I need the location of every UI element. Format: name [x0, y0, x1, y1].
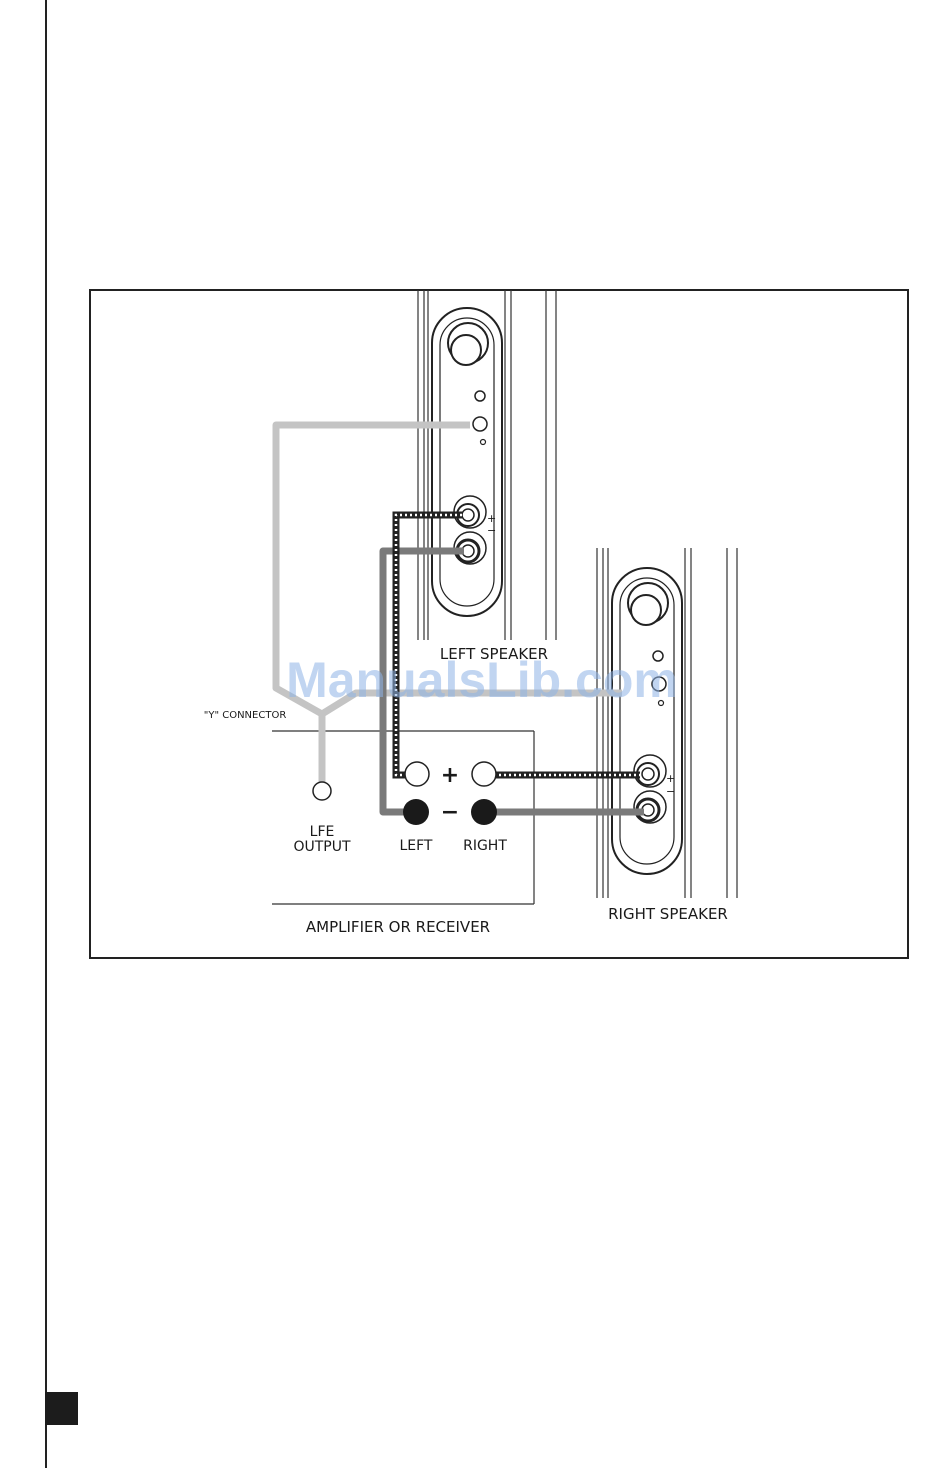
- lfe-label-line1: LFE: [310, 824, 335, 840]
- lfe-output-jack: [313, 782, 331, 800]
- left-speaker-small-hole: [481, 440, 486, 445]
- amp-right-label: RIGHT: [463, 838, 507, 854]
- lfe-label-line2: OUTPUT: [293, 839, 351, 855]
- left-speaker-indicator: [475, 391, 485, 401]
- right-terminal-minus-label: −: [666, 785, 675, 798]
- amp-minus-label: −: [441, 800, 459, 825]
- y-connector-label: "Y" CONNECTOR: [204, 710, 287, 721]
- right-terminal-plus-label: +: [666, 772, 675, 785]
- amp-right-positive-terminal: [472, 762, 496, 786]
- right-speaker-negative-terminal: [634, 791, 666, 823]
- amp-right-negative-terminal: [471, 799, 497, 825]
- amp-left-label: LEFT: [399, 838, 432, 854]
- right-speaker-positive-terminal: [634, 755, 666, 787]
- amp-left-positive-terminal: [405, 762, 429, 786]
- amplifier-label: AMPLIFIER OR RECEIVER: [306, 918, 490, 936]
- amp-plus-label: +: [441, 763, 459, 788]
- amp-left-negative-terminal: [403, 799, 429, 825]
- left-speaker-lfe-jack: [473, 417, 487, 431]
- left-terminal-minus-label: −: [487, 524, 496, 537]
- watermark: ManualsLib.com: [286, 652, 678, 708]
- right-speaker-label: RIGHT SPEAKER: [608, 905, 728, 923]
